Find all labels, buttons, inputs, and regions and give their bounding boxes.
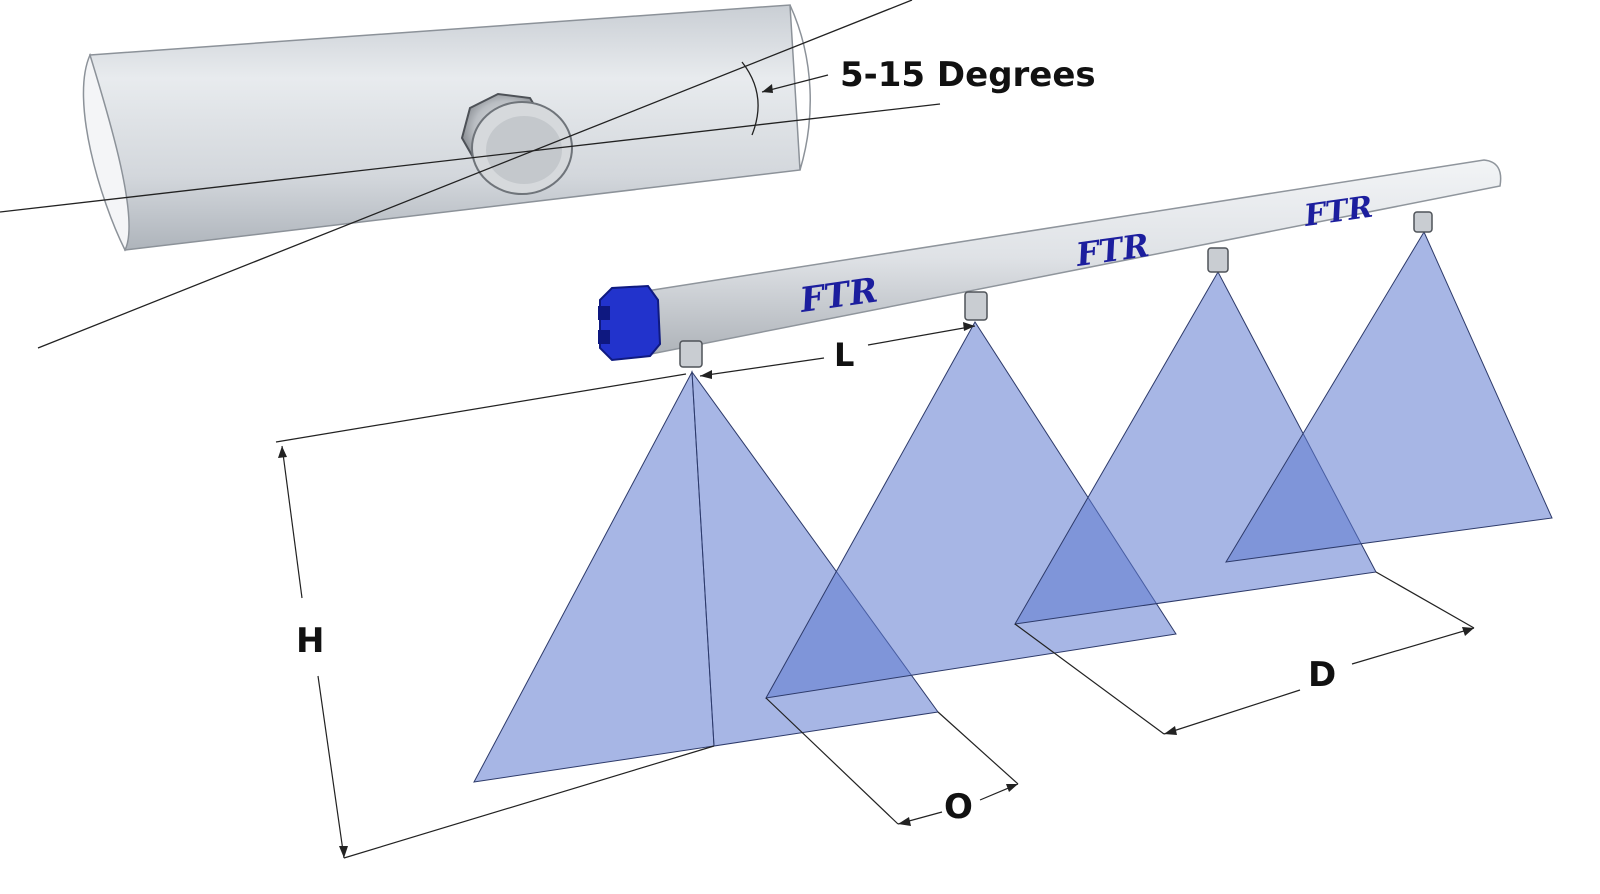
spray-cones xyxy=(473,230,1553,783)
dimension-label-h: H xyxy=(296,621,324,661)
angle-arc xyxy=(741,61,759,136)
spray-cone-1 xyxy=(473,370,715,783)
dimension-label-d: D xyxy=(1308,655,1336,695)
dimension-label-o: O xyxy=(944,787,973,827)
nozzle-nut xyxy=(460,92,573,195)
pipe-right-end xyxy=(789,4,811,171)
dimension-lines xyxy=(275,325,1475,859)
boom-nozzles xyxy=(679,211,1433,368)
spray-cone-4 xyxy=(1225,230,1553,563)
pipe-end-ellipse xyxy=(82,52,130,252)
spray-boom: FTR FTR FTR xyxy=(598,159,1502,368)
dimension-arrowheads xyxy=(278,322,1474,858)
pipe-body xyxy=(89,4,801,251)
boom-pipe xyxy=(639,159,1502,356)
end-cap xyxy=(598,284,662,362)
pipe-detail: 5-15 Degrees xyxy=(0,0,1096,349)
dimension-label-l: L xyxy=(834,336,854,374)
angle-label: 5-15 Degrees xyxy=(840,55,1096,95)
